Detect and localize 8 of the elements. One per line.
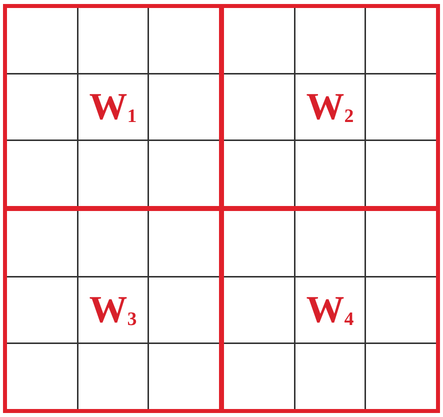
- grid-quadrant: [7, 8, 219, 206]
- quadrant-label: W$_{2}$: [305, 85, 355, 130]
- grid-quadrant: [224, 211, 436, 409]
- quadrant-label: W$_{3}$: [88, 288, 138, 333]
- grid-quadrant: [224, 8, 436, 206]
- grid-quadrant: [7, 211, 219, 409]
- quadrant-label: W$_{4}$: [305, 288, 355, 333]
- quadrant-label: W$_{1}$: [88, 85, 138, 130]
